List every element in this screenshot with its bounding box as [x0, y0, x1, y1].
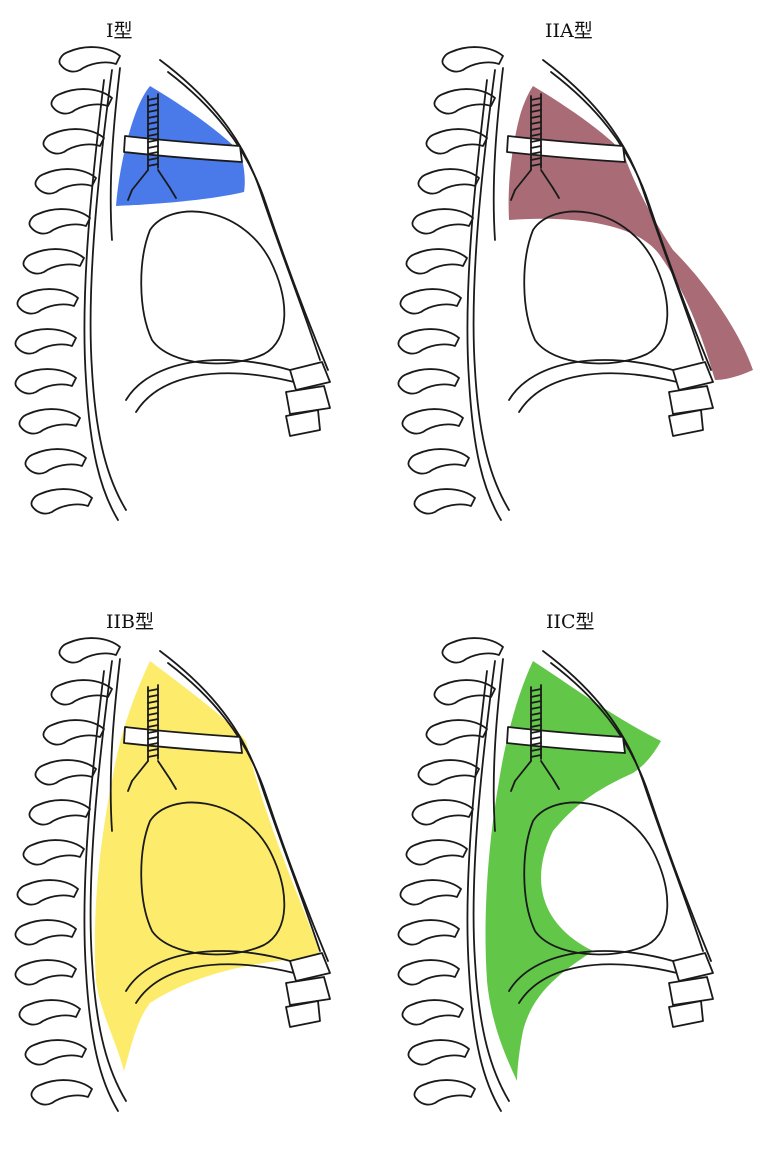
chest-diagram — [0, 631, 382, 1151]
panel-label: IIA型 — [545, 16, 593, 43]
chest-diagram — [383, 631, 765, 1151]
region-highlight — [486, 661, 662, 1081]
panel-label: IIB型 — [106, 607, 154, 634]
panel-label: IIC型 — [546, 607, 595, 634]
panel-label: I型 — [106, 16, 133, 43]
panel-type-iic: IIC型 — [383, 563, 765, 1126]
panel-type-i: I型 — [0, 0, 382, 563]
chest-diagram — [0, 40, 382, 560]
chest-diagram — [383, 40, 765, 560]
panel-type-iib: IIB型 — [0, 563, 382, 1126]
panel-type-iia: IIA型 — [383, 0, 765, 563]
